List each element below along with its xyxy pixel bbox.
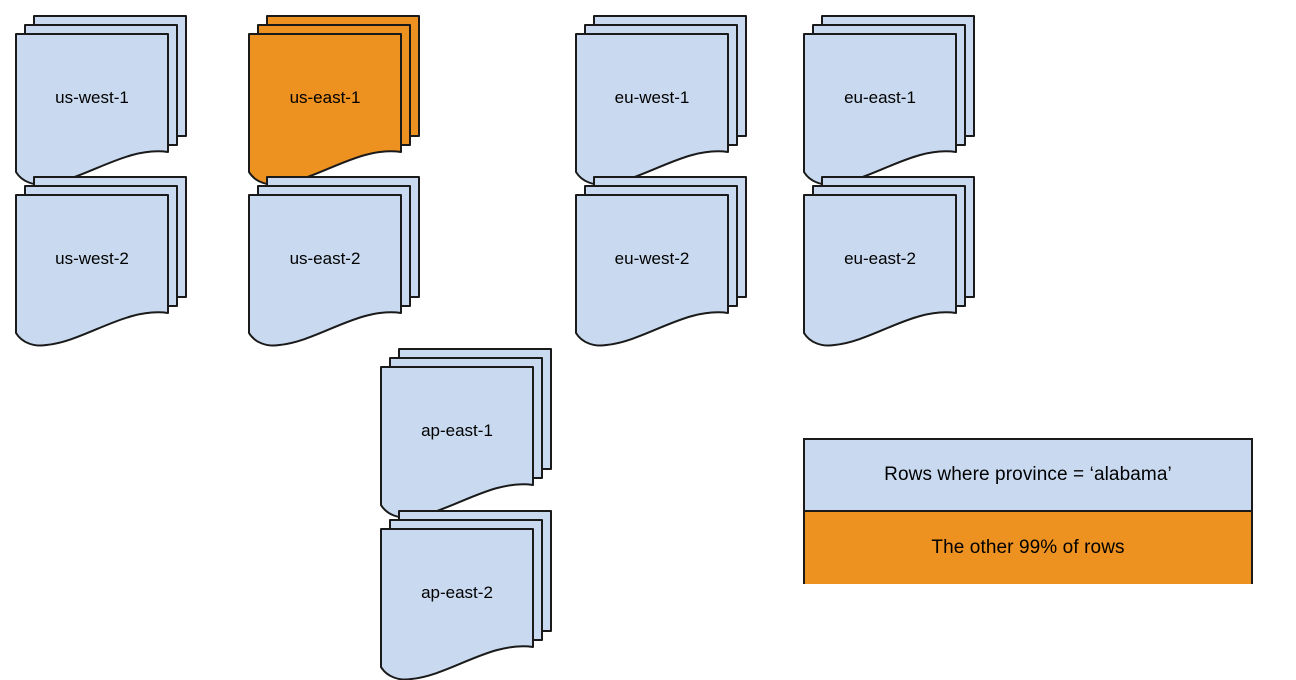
region-stack-eu-east-1[interactable]: eu-east-1 [803,15,977,189]
region-stack-shape-ap-east-1 [380,348,552,519]
region-stack-us-east-1[interactable]: us-east-1 [248,15,422,189]
doc-sheet-eu-west-1-1 [575,33,729,186]
legend-item-blue: Rows where province = ‘alabama’ [805,440,1251,512]
doc-sheet-eu-east-1-1 [803,33,957,186]
legend-item-orange-label: The other 99% of rows [931,537,1125,558]
region-stack-us-west-1[interactable]: us-west-1 [15,15,189,189]
legend-item-orange: The other 99% of rows [805,512,1251,584]
region-stack-eu-west-1[interactable]: eu-west-1 [575,15,749,189]
doc-sheet-us-east-1-1 [248,33,402,186]
doc-sheet-ap-east-1-1 [380,366,534,519]
doc-sheet-us-east-2-1 [248,194,402,347]
region-stack-eu-east-2[interactable]: eu-east-2 [803,176,977,350]
doc-sheet-eu-east-2-1 [803,194,957,347]
doc-sheet-eu-west-2-1 [575,194,729,347]
region-stack-shape-ap-east-2 [380,510,552,680]
region-stack-shape-eu-east-2 [803,176,975,347]
doc-sheet-us-west-2-1 [15,194,169,347]
region-stack-shape-us-east-1 [248,15,420,186]
region-stack-shape-us-east-2 [248,176,420,347]
region-stack-shape-eu-west-1 [575,15,747,186]
region-stack-us-east-2[interactable]: us-east-2 [248,176,422,350]
region-stack-ap-east-1[interactable]: ap-east-1 [380,348,554,522]
region-stack-eu-west-2[interactable]: eu-west-2 [575,176,749,350]
region-stack-ap-east-2[interactable]: ap-east-2 [380,510,554,680]
region-stack-us-west-2[interactable]: us-west-2 [15,176,189,350]
region-stack-shape-eu-west-2 [575,176,747,347]
region-stack-shape-us-west-1 [15,15,187,186]
region-stack-shape-eu-east-1 [803,15,975,186]
legend-item-blue-label: Rows where province = ‘alabama’ [884,464,1172,485]
region-stack-shape-us-west-2 [15,176,187,347]
doc-sheet-ap-east-2-1 [380,528,534,680]
doc-sheet-us-west-1-1 [15,33,169,186]
legend: Rows where province = ‘alabama’ The othe… [803,438,1253,584]
